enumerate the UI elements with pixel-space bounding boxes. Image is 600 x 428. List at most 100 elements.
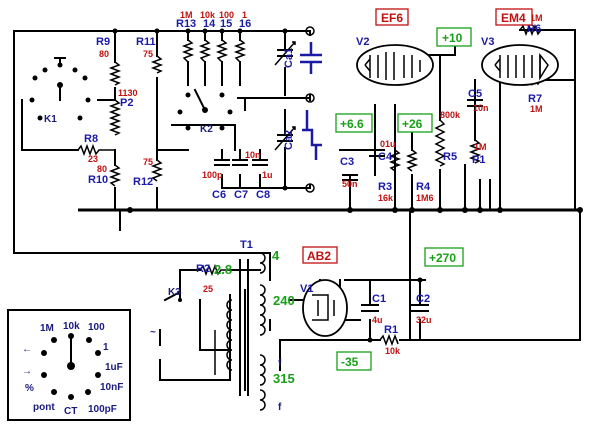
badge-hv-270: +270 [424, 247, 464, 267]
c2-ref: C2 [416, 293, 430, 305]
badge-ef6: EF6 [375, 8, 409, 26]
r14-ref: 14 [203, 18, 216, 30]
r14-value: 10k [200, 10, 216, 20]
r1-value: 10k [385, 346, 401, 356]
c8-value: 1u [262, 170, 273, 180]
r3-value: 16k [378, 193, 394, 203]
r16-ref: 16 [239, 18, 251, 30]
ca1-ref: Ca1 [283, 48, 295, 68]
r4-value: 1M6 [416, 193, 434, 203]
dial-labels: 10k 100 1 1uF 10nF 100pF CT pont % 1M ← … [22, 321, 123, 417]
r9-value: 80 [99, 49, 109, 59]
dial-arrow-right: → [22, 366, 32, 377]
resistor-symbols [77, 23, 542, 347]
badge-anode-voltage: +26 [397, 113, 433, 133]
r4-ref: R4 [416, 181, 431, 193]
ca2-ref: Ca2 [283, 130, 295, 150]
winding-labels: 4 240 315 2.8 f f [214, 248, 295, 413]
dial-arrow-left: ← [22, 344, 32, 355]
dial-label-100: 100 [88, 322, 105, 333]
svg-text:+26: +26 [402, 117, 423, 131]
dial-label-100pf: 100pF [88, 404, 117, 415]
capacitor-symbols [214, 41, 483, 312]
r8-ref: R8 [84, 133, 98, 145]
r13-value: 1M [180, 10, 193, 20]
badge-supply-10: +10 [436, 27, 472, 47]
dial-label-10nf: 10nF [100, 382, 123, 393]
terminals [305, 26, 315, 193]
r11-ref: R11 [136, 36, 156, 48]
tube-v3 [481, 44, 559, 86]
r5-value: 800k [440, 110, 461, 120]
c1-ref: C1 [372, 293, 386, 305]
t1-ref: T1 [240, 239, 253, 251]
c7-value: 10n [245, 150, 261, 160]
dial-label-1: 1 [103, 342, 109, 353]
c8-ref: C8 [256, 189, 270, 201]
c2-value: 32u [416, 315, 432, 325]
dial-label-1m: 1M [40, 323, 54, 334]
r10-value: 80 [97, 164, 107, 174]
p2-value: 1130 [118, 88, 138, 98]
selector-dial-inset [7, 309, 131, 421]
k2-label: K2 [200, 124, 213, 135]
component-labels: R9 80 R11 75 75 R12 R8 23 80 R10 1130 P2… [44, 10, 543, 356]
mains-symbol: ~ [150, 327, 156, 338]
dial-label-1uf: 1uF [105, 362, 123, 373]
c3-ref: C3 [340, 156, 354, 168]
c4-ref: C4 [378, 151, 393, 163]
p1-value: 1M [474, 142, 487, 152]
tube-v2 [356, 44, 434, 86]
r2-ref: R2 [196, 263, 210, 275]
p1-ref: P1 [472, 154, 485, 166]
transformer-t1 [214, 252, 266, 411]
c5-ref: C5 [468, 88, 482, 100]
r1-ref: R1 [384, 324, 398, 336]
v2-ref: V2 [356, 36, 369, 48]
switch-k3 [163, 290, 182, 302]
badge-em4: EM4 [495, 8, 533, 26]
v1-ref: V1 [300, 283, 313, 295]
svg-text:EF6: EF6 [381, 11, 403, 25]
v3-ref: V3 [481, 36, 494, 48]
winding-2-8: 2.8 [214, 262, 232, 277]
k3-label: K3 [168, 287, 181, 298]
filament-f-bottom: f [278, 402, 282, 413]
r6-value: 1M [530, 13, 543, 23]
c1-value: 4u [372, 315, 383, 325]
winding-4: 4 [272, 248, 280, 263]
svg-text:+270: +270 [429, 251, 456, 265]
dial-label-10k: 10k [63, 321, 80, 332]
filament-f-top: f [278, 358, 282, 369]
r13-ref: R13 [176, 18, 196, 30]
c3-value: 50n [342, 179, 358, 189]
c6-ref: C6 [212, 189, 226, 201]
rotary-switch-k1 [21, 57, 116, 151]
dial-label-percent: % [25, 383, 34, 394]
r8-value: 23 [88, 154, 98, 164]
badge-bias-35: -35 [336, 351, 372, 371]
c6-value: 100p [202, 170, 223, 180]
c5-value: 10n [473, 103, 489, 113]
svg-text:-35: -35 [341, 355, 359, 369]
r2-value: 25 [203, 284, 213, 294]
wiring [13, 29, 581, 391]
c4-value: 01u [380, 139, 396, 149]
svg-text:AB2: AB2 [307, 249, 331, 263]
dial-label-pont: pont [33, 402, 55, 413]
winding-315: 315 [273, 371, 295, 386]
r10-ref: R10 [88, 174, 108, 186]
r16-value: 1 [242, 10, 247, 20]
svg-text:+10: +10 [442, 31, 463, 45]
junctions [112, 28, 583, 343]
svg-text:EM4: EM4 [501, 11, 526, 25]
k1-label: K1 [44, 114, 57, 125]
r15-value: 100 [219, 10, 234, 20]
badge-ab2: AB2 [302, 246, 338, 264]
rotary-switch-k2 [177, 88, 233, 131]
badge-screen-voltage: +6.6 [335, 113, 373, 133]
r3-ref: R3 [378, 181, 392, 193]
c7-ref: C7 [234, 189, 248, 201]
r7-ref: R7 [528, 93, 542, 105]
